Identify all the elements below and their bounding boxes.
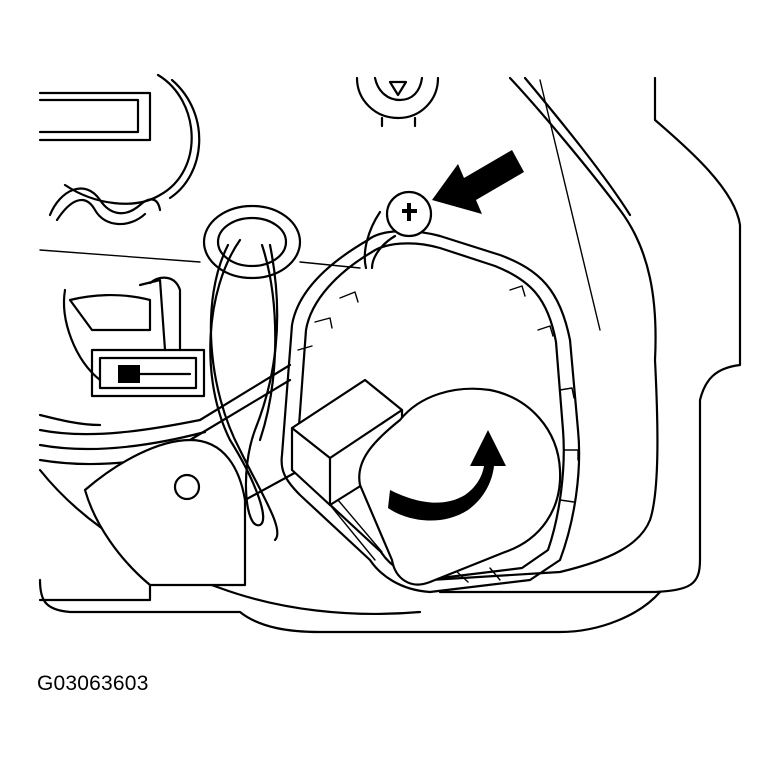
lever-arm: [83, 363, 302, 587]
rotation-arrow-icon: [388, 430, 506, 521]
figure-id-label: G03063603: [37, 672, 149, 695]
spring-clip: [48, 187, 162, 226]
upper-bolt-hub: [355, 76, 440, 128]
mounting-screw: [363, 190, 433, 270]
pointer-arrow-icon: [432, 150, 524, 214]
actuator-drum: [358, 387, 562, 586]
wire-grommet: [202, 204, 302, 542]
electrical-connector: [63, 276, 206, 398]
actuator-housing: [280, 229, 581, 594]
